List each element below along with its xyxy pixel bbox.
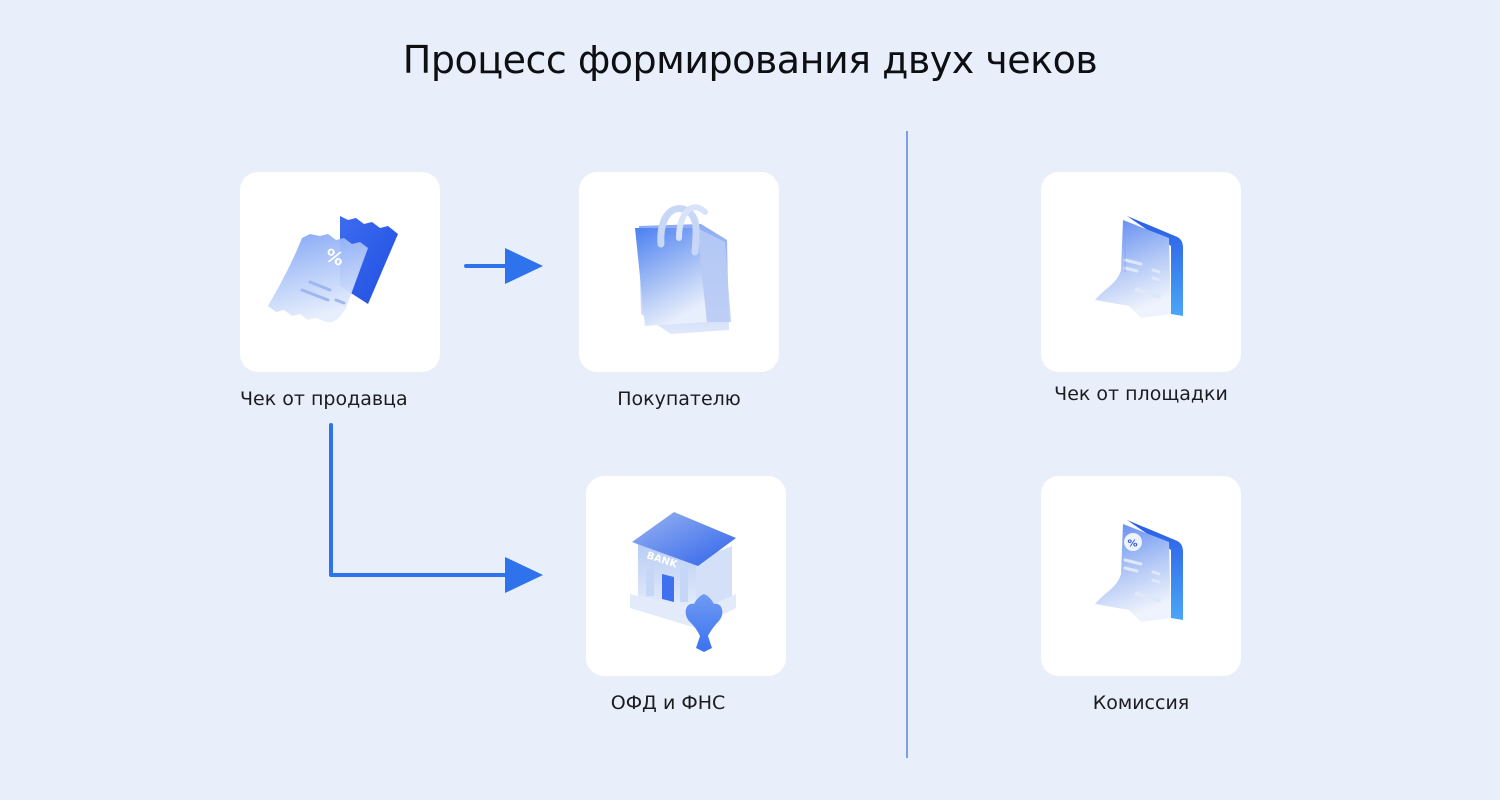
card-commission: % bbox=[1041, 476, 1241, 676]
card-seller-receipt: % bbox=[240, 172, 440, 372]
receipt-percent-icon: % bbox=[268, 216, 398, 323]
card-ofd-fns: BANK bbox=[586, 476, 786, 676]
receipt-commission-icon: % bbox=[1095, 520, 1183, 622]
shopping-bag-icon bbox=[635, 204, 731, 334]
label-platform-receipt: Чек от площадки bbox=[1054, 383, 1228, 405]
arrow-seller-to-buyer bbox=[464, 248, 543, 284]
section-divider bbox=[906, 131, 908, 758]
label-ofd-fns: ОФД и ФНС bbox=[610, 692, 726, 714]
card-platform-receipt bbox=[1041, 172, 1241, 372]
label-commission: Комиссия bbox=[1092, 692, 1190, 714]
label-seller-receipt: Чек от продавца bbox=[240, 388, 408, 410]
arrow-seller-to-ofd bbox=[329, 423, 543, 593]
label-buyer: Покупателю bbox=[617, 388, 741, 410]
bank-eagle-icon: BANK bbox=[630, 512, 736, 652]
receipt-document-icon bbox=[1095, 216, 1183, 318]
page-title: Процесс формирования двух чеков bbox=[402, 38, 1098, 82]
card-buyer bbox=[579, 172, 779, 372]
svg-text:%: % bbox=[1128, 539, 1138, 550]
